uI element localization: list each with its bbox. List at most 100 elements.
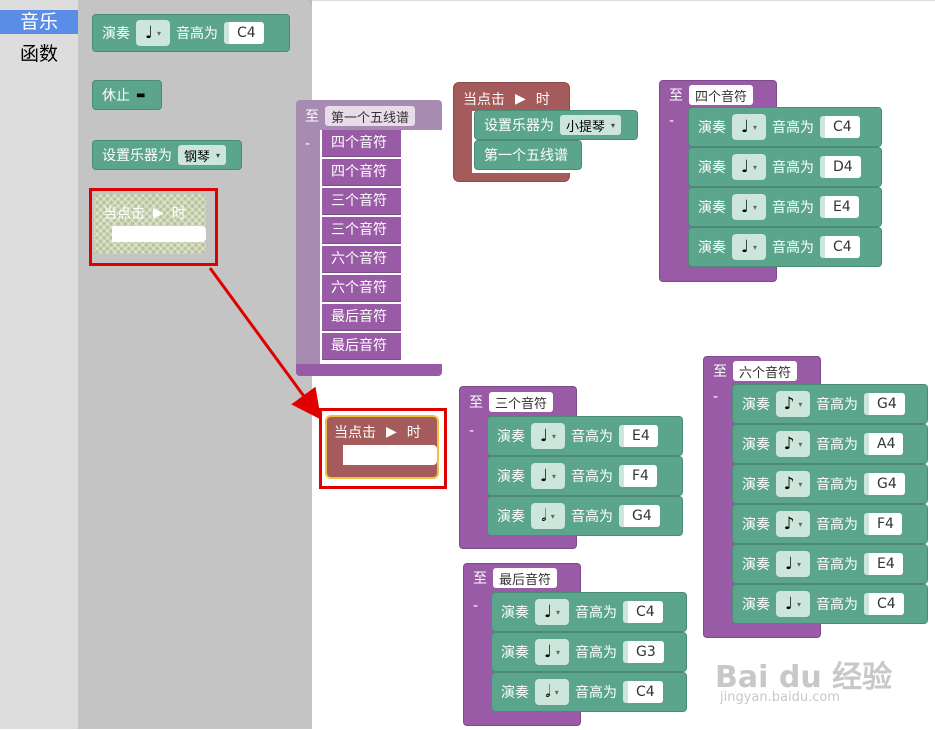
dropped-when-clicked-block[interactable]: 当点击 ▶ 时 — [325, 415, 439, 479]
note-duration-dropdown[interactable]: 𝅗𝅥▾ — [531, 503, 565, 529]
pitch-label: 音高为 — [816, 437, 858, 453]
def-dash: - — [473, 598, 479, 614]
procedure-name-field[interactable]: 三个音符 — [489, 392, 554, 412]
procedure-call-block[interactable]: 四个音符 — [322, 130, 401, 157]
def-dash: - — [305, 136, 311, 152]
note-duration-dropdown[interactable]: ♩▾ — [531, 463, 565, 489]
note-duration-dropdown[interactable]: ♩▾ — [531, 423, 565, 449]
note-duration-dropdown[interactable]: ♩▾ — [535, 599, 569, 625]
chevron-down-icon: ▾ — [157, 28, 162, 38]
flyout-when-clicked-block[interactable]: 当点击 ▶ 时 — [94, 194, 206, 254]
note-duration-dropdown[interactable]: ♩▾ — [136, 20, 170, 46]
pitch-input[interactable]: E4 — [619, 425, 658, 447]
note-duration-dropdown[interactable]: ♩▾ — [732, 114, 766, 140]
note-duration-dropdown[interactable]: 𝅗𝅥▾ — [535, 679, 569, 705]
chevron-down-icon: ▾ — [556, 647, 561, 657]
chevron-down-icon: ▾ — [554, 687, 559, 697]
note-icon: 𝅗𝅥 — [545, 682, 551, 702]
play-label: 演奏 — [698, 160, 726, 176]
pitch-input[interactable]: A4 — [864, 433, 904, 455]
instrument-dropdown[interactable]: 钢琴▾ — [178, 145, 227, 165]
procedure-name-field[interactable]: 四个音符 — [689, 85, 754, 105]
flyout-set-instrument-block[interactable]: 设置乐器为 钢琴▾ — [92, 140, 242, 170]
pitch-input[interactable]: E4 — [864, 553, 903, 575]
note-duration-dropdown[interactable]: ♩▾ — [535, 639, 569, 665]
procedure-name-field[interactable]: 六个音符 — [733, 361, 798, 381]
quarter-note-icon: ♩ — [144, 23, 153, 43]
pitch-input[interactable]: D4 — [820, 156, 861, 178]
chevron-down-icon: ▾ — [552, 431, 557, 441]
note-icon: 𝅗𝅥 — [541, 506, 547, 526]
procedure-name-field[interactable]: 最后音符 — [493, 568, 558, 588]
pitch-label: 音高为 — [176, 26, 218, 42]
pitch-input[interactable]: G4 — [619, 505, 660, 527]
play-label: 演奏 — [698, 240, 726, 256]
note-duration-dropdown[interactable]: ♪▾ — [776, 391, 810, 417]
procedure-call-block[interactable]: 六个音符 — [322, 275, 401, 302]
pitch-input[interactable]: G3 — [623, 641, 664, 663]
pitch-input[interactable]: C4 — [224, 22, 264, 44]
note-duration-dropdown[interactable]: ♩▾ — [776, 591, 810, 617]
pitch-input[interactable]: C4 — [820, 116, 860, 138]
call-label: 第一个五线谱 — [484, 148, 568, 164]
note-duration-dropdown[interactable]: ♪▾ — [776, 431, 810, 457]
note-duration-dropdown[interactable]: ♩▾ — [732, 234, 766, 260]
chevron-down-icon: ▾ — [556, 607, 561, 617]
category-functions[interactable]: 函数 — [19, 43, 58, 65]
set-instrument-block[interactable]: 设置乐器为 小提琴▾ — [474, 110, 638, 140]
flyout-play-note-block[interactable]: 演奏 ♩▾ 音高为 C4 — [92, 14, 290, 52]
pitch-input[interactable]: C4 — [623, 681, 663, 703]
procedure-call-block[interactable]: 最后音符 — [322, 333, 401, 360]
pitch-input[interactable]: C4 — [820, 236, 860, 258]
play-note-block[interactable]: 演奏 ♩▾ 音高为 D4 — [688, 147, 882, 187]
instrument-dropdown[interactable]: 小提琴▾ — [560, 115, 622, 135]
pitch-label: 音高为 — [816, 597, 858, 613]
procedure-call-block[interactable]: 四个音符 — [322, 159, 401, 186]
instrument-value: 钢琴 — [184, 149, 211, 165]
note-icon: ♩ — [539, 466, 548, 486]
pitch-input[interactable]: F4 — [864, 513, 902, 535]
instrument-value: 小提琴 — [566, 119, 606, 135]
note-duration-dropdown[interactable]: ♪▾ — [776, 471, 810, 497]
when-clicked-suffix: 时 — [535, 92, 550, 108]
play-label: 演奏 — [501, 645, 529, 661]
note-duration-dropdown[interactable]: ♩▾ — [732, 154, 766, 180]
pitch-input[interactable]: C4 — [864, 593, 904, 615]
category-music[interactable]: 音乐 — [0, 10, 78, 34]
highlight-box — [89, 188, 218, 266]
procedure-call-block[interactable]: 第一个五线谱 — [474, 140, 582, 170]
procedure-call-block[interactable]: 三个音符 — [322, 217, 401, 244]
note-duration-dropdown[interactable]: ♪▾ — [776, 511, 810, 537]
pitch-input[interactable]: E4 — [820, 196, 859, 218]
pitch-input[interactable]: G4 — [864, 393, 905, 415]
flyout-rest-block[interactable]: 休止 ▬ — [92, 80, 162, 110]
procedure-call-block[interactable]: 六个音符 — [322, 246, 401, 273]
pitch-input[interactable]: G4 — [864, 473, 905, 495]
pitch-label: 音高为 — [816, 397, 858, 413]
rest-duration-icon[interactable]: ▬ — [136, 89, 146, 101]
note-duration-dropdown[interactable]: ♩▾ — [732, 194, 766, 220]
pitch-input[interactable]: C4 — [623, 601, 663, 623]
pitch-label: 音高为 — [772, 160, 814, 176]
pitch-input[interactable]: F4 — [619, 465, 657, 487]
procedure-call-block[interactable]: 三个音符 — [322, 188, 401, 215]
run-icon: ▶ — [153, 205, 164, 221]
note-duration-dropdown[interactable]: ♩▾ — [776, 551, 810, 577]
procedure-name-field[interactable]: 第一个五线谱 — [325, 106, 416, 126]
procedure-call-block[interactable]: 最后音符 — [322, 304, 401, 331]
